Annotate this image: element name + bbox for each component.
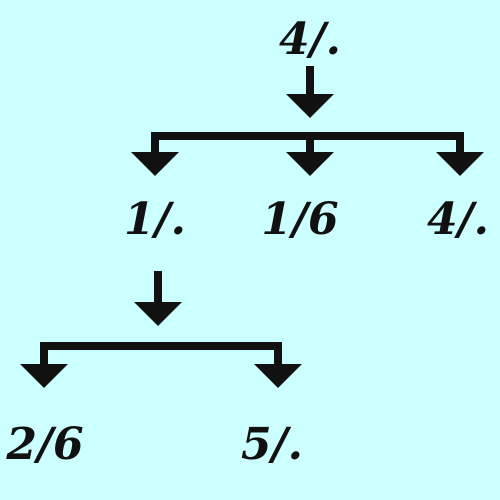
node-child-1: 1/. (123, 194, 187, 245)
node-child-3: 4/. (426, 194, 490, 245)
node-grandchild-1: 2/6 (6, 419, 84, 470)
node-root: 4/. (278, 14, 342, 65)
node-grandchild-2: 5/. (240, 419, 304, 470)
node-child-2: 1/6 (261, 194, 339, 245)
